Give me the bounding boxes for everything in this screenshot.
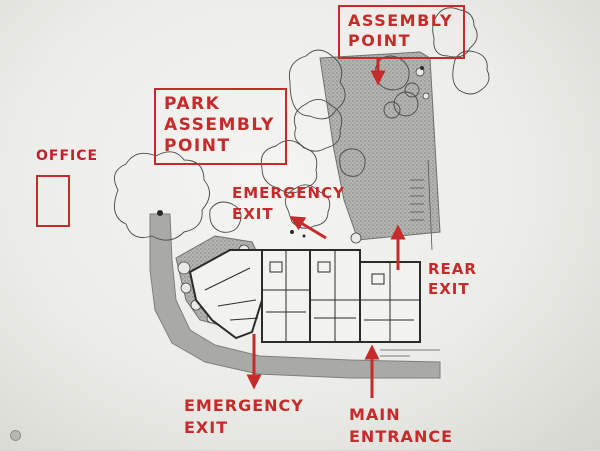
- label-line: EXIT: [184, 418, 229, 437]
- park-assembly-point-label: PARK ASSEMBLY POINT: [154, 88, 287, 165]
- label-line: MAIN: [349, 405, 401, 424]
- tree-canopy: [288, 49, 346, 120]
- label-line: POINT: [348, 31, 412, 50]
- label-line: PARK: [164, 94, 221, 114]
- emergency-exit-upper-label: EMERGENCY EXIT: [232, 186, 345, 228]
- arrow-emergency-exit-upper: [289, 216, 327, 240]
- label-line: ENTRANCE: [349, 427, 453, 446]
- rear-exit-label: REAR EXIT: [428, 262, 477, 302]
- label-line: EXIT: [232, 205, 274, 223]
- emergency-exit-lower-label: EMERGENCY EXIT: [184, 398, 304, 442]
- label-line: ASSEMBLY: [164, 115, 275, 135]
- main-entrance-label: MAIN ENTRANCE: [349, 407, 453, 451]
- tree-canopy: [209, 201, 242, 233]
- tree-canopy: [432, 7, 478, 58]
- tree-canopy: [393, 91, 419, 117]
- pin-icon: [10, 430, 21, 441]
- label-line: ASSEMBLY: [348, 11, 454, 30]
- office-label: OFFICE: [36, 148, 99, 164]
- label-line: POINT: [164, 136, 231, 156]
- road-end-marker: [157, 210, 163, 216]
- label-line: EXIT: [428, 280, 470, 298]
- assembly-point-label: ASSEMBLY POINT: [338, 5, 466, 59]
- building-wing-west: [188, 249, 263, 340]
- office-marker: [36, 175, 70, 227]
- tree-canopy: [339, 148, 366, 177]
- assembly-area: [319, 51, 441, 241]
- tree-canopy: [404, 82, 420, 98]
- label-line: REAR: [428, 260, 477, 278]
- tree-canopy: [113, 151, 210, 241]
- label-line: EMERGENCY: [232, 184, 345, 202]
- tree-canopy: [452, 50, 490, 95]
- tree-canopy: [383, 101, 401, 119]
- label-line: EMERGENCY: [184, 396, 304, 415]
- road: [149, 213, 441, 379]
- tree-canopy: [260, 140, 318, 194]
